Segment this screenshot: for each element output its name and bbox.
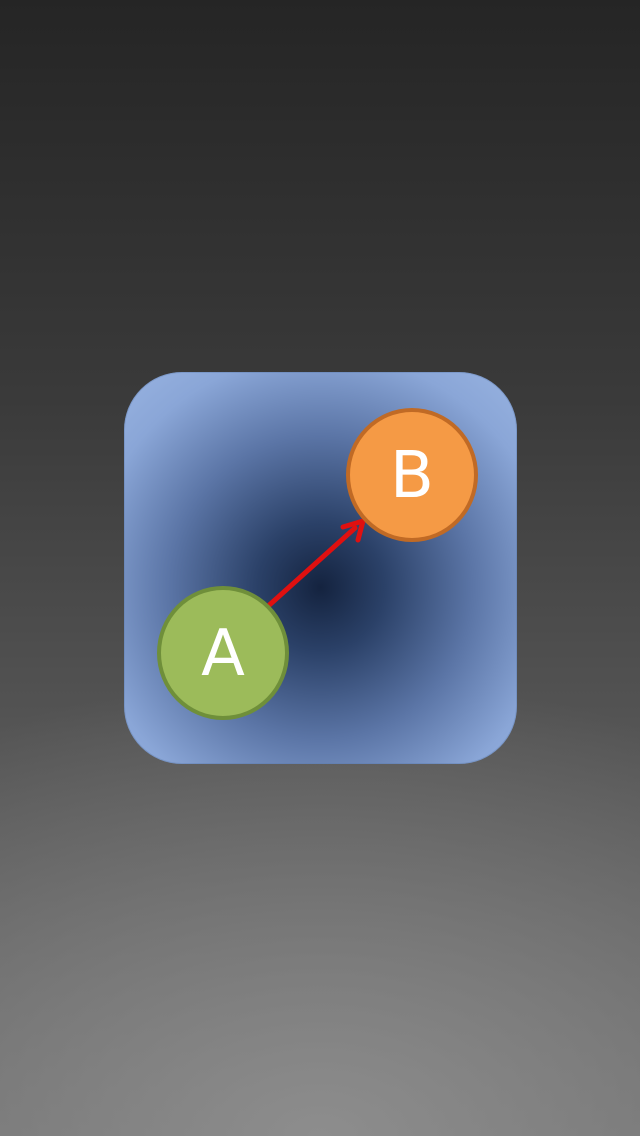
- node-b-label: B: [390, 439, 434, 513]
- node-b: B: [346, 408, 478, 542]
- node-a-label: A: [201, 617, 245, 691]
- arrow-icon: [263, 518, 366, 611]
- app-icon[interactable]: B A: [124, 372, 517, 764]
- node-a: A: [157, 586, 289, 720]
